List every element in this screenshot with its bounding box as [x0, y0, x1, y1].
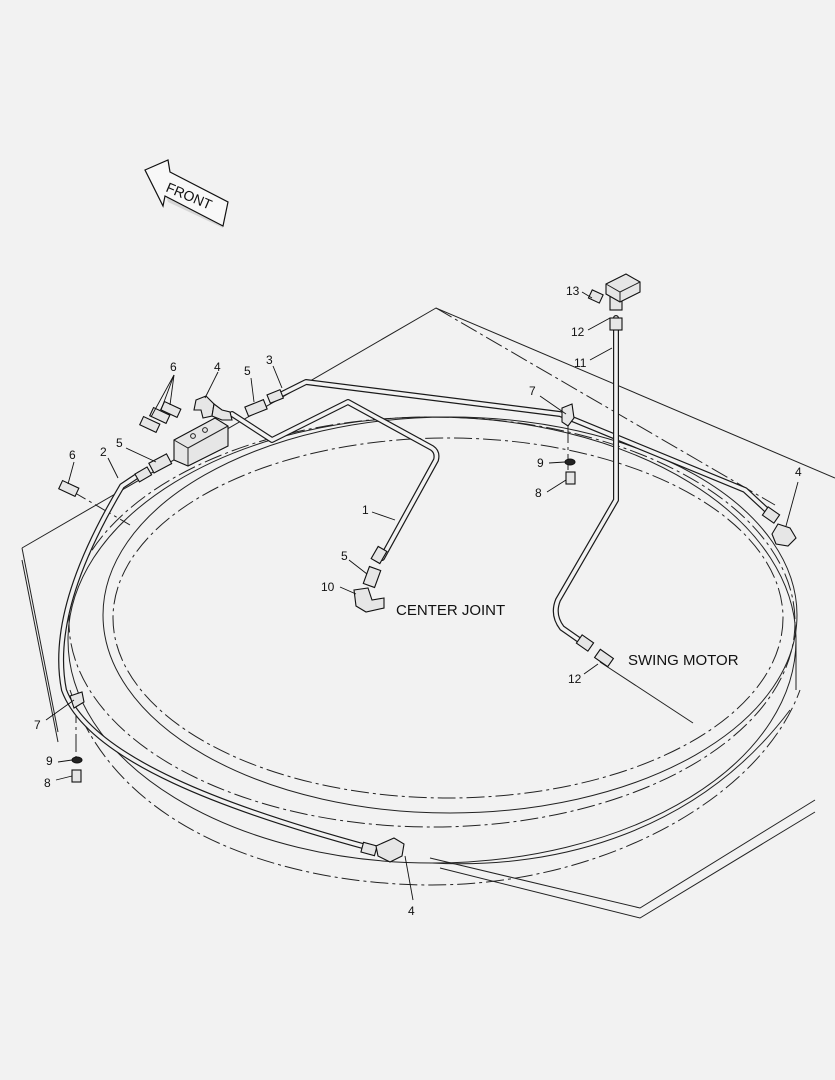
callout-3: 3	[266, 353, 273, 367]
swing-ring	[67, 416, 801, 886]
callout-5-left: 5	[116, 436, 123, 450]
pipe-11	[552, 315, 619, 645]
fitting-6-a	[138, 415, 161, 434]
washer-9-right	[564, 458, 576, 466]
pipe-2	[58, 471, 373, 851]
fitting-13	[587, 289, 604, 304]
callout-1: 1	[362, 503, 369, 517]
callout-13: 13	[566, 284, 580, 298]
fitting-6-b	[148, 406, 171, 425]
callout-8-left: 8	[44, 776, 51, 790]
callout-2: 2	[100, 445, 107, 459]
callout-5-top: 5	[244, 364, 251, 378]
swing-motor-label: SWING MOTOR	[628, 652, 739, 669]
fitting-12-bottom	[593, 648, 615, 668]
elbow-4-right	[771, 523, 797, 547]
washer-9-left	[71, 756, 83, 764]
callout-11: 11	[574, 356, 587, 370]
callout-7-left: 7	[34, 718, 41, 732]
pipe-3	[275, 379, 775, 518]
front-arrow: FRONT	[144, 159, 229, 228]
center-lines	[69, 307, 776, 760]
pipe-1	[229, 399, 440, 561]
callout-6-top: 6	[170, 360, 177, 374]
fitting-10	[353, 587, 385, 613]
fitting-6-left	[57, 479, 80, 498]
center-joint-label: CENTER JOINT	[396, 602, 505, 619]
valve-block	[173, 417, 229, 467]
elbow-4-bottom	[375, 837, 405, 863]
sensor-block	[605, 273, 641, 303]
clamp-7-right	[561, 403, 575, 427]
bolt-8-left	[71, 769, 82, 783]
callout-4-top: 4	[214, 360, 221, 374]
callout-9-left: 9	[46, 754, 53, 768]
leader-lines	[45, 291, 799, 901]
elbow-4-top	[193, 395, 233, 421]
connector-5-center	[362, 565, 382, 589]
callout-8-right: 8	[535, 486, 542, 500]
callout-4-bottom: 4	[408, 904, 415, 918]
callout-12-top: 12	[571, 325, 585, 339]
connector-5-top	[244, 398, 268, 418]
clamp-7-left	[69, 691, 85, 709]
bolt-8-right	[565, 471, 576, 485]
callout-10: 10	[321, 580, 335, 594]
callout-6-left: 6	[69, 448, 76, 462]
callout-5-center: 5	[341, 549, 348, 563]
callout-9-right: 9	[537, 456, 544, 470]
connector-5-left	[148, 453, 173, 474]
callout-12-bottom: 12	[568, 672, 582, 686]
callout-7-right: 7	[529, 384, 536, 398]
pipe-end-fittings	[134, 317, 781, 857]
callout-4-right: 4	[795, 465, 802, 479]
